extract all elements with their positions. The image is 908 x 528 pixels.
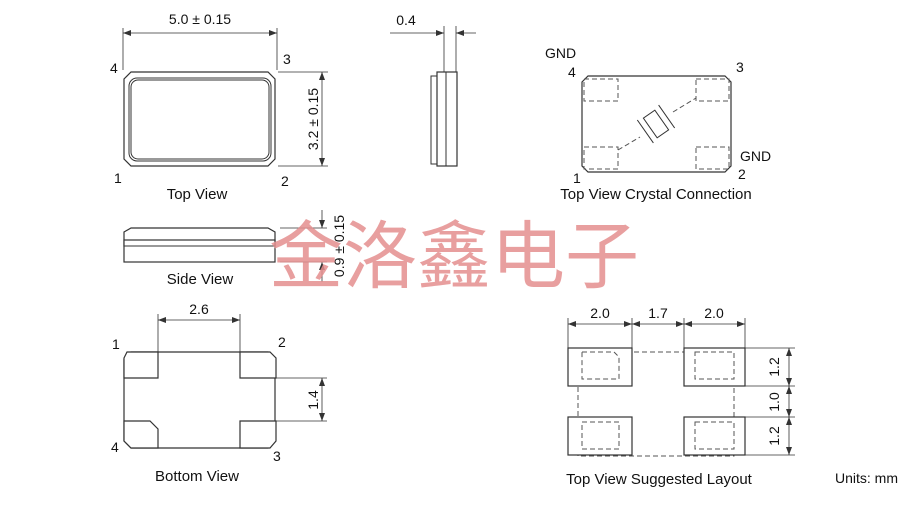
bottom-view-pin-3: 3 bbox=[273, 448, 281, 464]
connection-pad-4 bbox=[583, 78, 619, 102]
layout-package-outline bbox=[577, 351, 735, 457]
connection-pad-1 bbox=[583, 146, 619, 170]
top-view-pin-4: 4 bbox=[110, 60, 118, 76]
layout-gap-dimension: 1.7 bbox=[648, 305, 668, 321]
layout-pad-2 bbox=[683, 347, 746, 387]
layout-pad-width-left: 2.0 bbox=[590, 305, 610, 321]
layout-pad-height-top: 1.2 bbox=[766, 357, 782, 377]
connection-gnd-bottom: GND bbox=[740, 148, 771, 164]
bottom-view-pin-2: 2 bbox=[278, 334, 286, 350]
side-view: 0.9 ± 0.15 Side View bbox=[123, 210, 347, 288]
bottom-view-title: Bottom View bbox=[155, 468, 239, 485]
top-view-pin-1: 1 bbox=[114, 170, 122, 186]
layout-pad-width-right: 2.0 bbox=[704, 305, 724, 321]
connection-pin-4: 4 bbox=[568, 64, 576, 80]
suggested-layout-view: 2.0 1.7 2.0 1.2 1.0 1.2 Top View Suggest… bbox=[566, 305, 795, 488]
layout-pad-height-bottom: 1.2 bbox=[766, 426, 782, 446]
crystal-connection-view: GND 4 3 GND 1 2 Top View Crystal Connect… bbox=[545, 45, 771, 203]
connection-pad-2 bbox=[695, 146, 730, 170]
bottom-view-pin-1: 1 bbox=[112, 336, 120, 352]
layout-pad-1 bbox=[567, 347, 633, 387]
layout-gap-vertical: 1.0 bbox=[766, 392, 782, 412]
connection-title: Top View Crystal Connection bbox=[560, 186, 751, 203]
width-dimension: 3.2 ± 0.15 bbox=[305, 88, 321, 150]
connection-gnd-top: GND bbox=[545, 45, 576, 61]
connection-pin-1: 1 bbox=[573, 170, 581, 186]
end-view: 0.4 bbox=[390, 12, 476, 167]
connection-pad-3 bbox=[695, 78, 730, 102]
pad-edge-dimension: 0.4 bbox=[396, 12, 416, 28]
crystal-symbol bbox=[636, 104, 676, 144]
connection-package bbox=[581, 75, 732, 173]
layout-pad-3 bbox=[683, 416, 746, 456]
top-view-package bbox=[123, 71, 276, 167]
connection-pin-3: 3 bbox=[736, 59, 744, 75]
bottom-pad-2 bbox=[239, 351, 277, 379]
pad-height-dimension: 1.4 bbox=[305, 390, 321, 410]
top-view-pin-3: 3 bbox=[283, 51, 291, 67]
end-view-package bbox=[436, 71, 458, 167]
layout-title: Top View Suggested Layout bbox=[566, 471, 753, 488]
bottom-pad-3 bbox=[239, 420, 277, 449]
length-dimension: 5.0 ± 0.15 bbox=[169, 11, 231, 27]
bottom-view: 2.6 1.4 1 2 4 3 Bottom View bbox=[111, 301, 327, 485]
top-view: 5.0 ± 0.15 3.2 ± 0.15 4 3 1 2 Top View bbox=[110, 11, 328, 203]
units-label: Units: mm bbox=[835, 470, 898, 486]
top-view-lid bbox=[128, 77, 272, 162]
bottom-pad-4 bbox=[123, 420, 159, 449]
connection-pin-2: 2 bbox=[738, 166, 746, 182]
bottom-view-pin-4: 4 bbox=[111, 439, 119, 455]
pad-spacing-dimension: 2.6 bbox=[189, 301, 209, 317]
top-view-pin-2: 2 bbox=[281, 173, 289, 189]
top-view-title: Top View bbox=[167, 186, 228, 203]
watermark-text: 金洛鑫电子 bbox=[269, 214, 639, 300]
bottom-pad-1 bbox=[123, 351, 159, 379]
side-view-title: Side View bbox=[167, 271, 234, 288]
height-dimension: 0.9 ± 0.15 bbox=[331, 215, 347, 277]
side-view-package bbox=[123, 239, 276, 263]
